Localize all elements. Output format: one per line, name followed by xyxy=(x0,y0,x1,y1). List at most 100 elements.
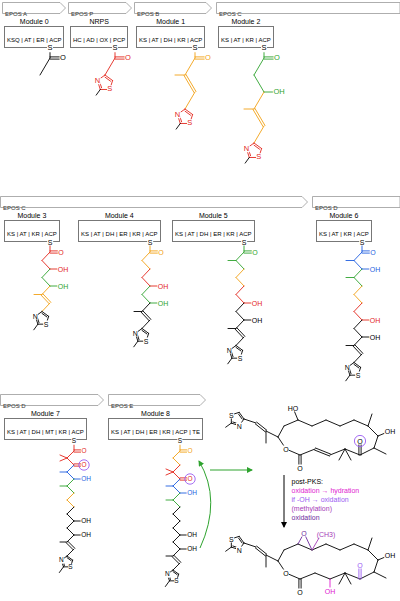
bond-line xyxy=(185,58,195,75)
bond-line xyxy=(142,320,150,329)
atom-label: O xyxy=(283,570,289,577)
atom-label: S xyxy=(71,438,76,445)
bond-line xyxy=(368,414,372,426)
bond-line xyxy=(105,75,113,81)
bond-line xyxy=(278,426,284,437)
bond-line xyxy=(67,472,74,479)
bond-line xyxy=(354,320,362,329)
bond-line xyxy=(42,286,50,295)
bond-line xyxy=(226,423,232,427)
atom-label: N xyxy=(132,330,138,337)
bond-line xyxy=(254,75,264,92)
module-box: Module 4 KS | AT | DH | ER | KR | ACP xyxy=(78,212,161,242)
bond-line xyxy=(239,412,244,419)
note-text: (methylation) xyxy=(291,505,332,512)
bond-line xyxy=(142,330,147,334)
atom-label: O xyxy=(357,562,363,569)
bond-line xyxy=(354,295,362,304)
bond-line xyxy=(339,573,345,584)
domain-text: KS | AT | DH | KR | ACP xyxy=(139,37,202,43)
release-arrow xyxy=(210,469,252,470)
bond-line xyxy=(173,458,180,465)
bond-line xyxy=(173,479,180,486)
bond-line xyxy=(339,449,345,460)
bond-line xyxy=(266,431,267,443)
bond-line xyxy=(266,555,278,561)
bond-line xyxy=(315,448,330,454)
gene-arrow: EPOS C xyxy=(216,2,400,14)
atom-label: O xyxy=(205,54,212,62)
gene-arrow: EPOS E xyxy=(108,394,206,406)
atom-label: O xyxy=(60,54,67,62)
bond-line xyxy=(66,543,73,550)
bond-line xyxy=(166,556,173,557)
bond-line xyxy=(236,295,244,304)
bond-line xyxy=(67,528,74,535)
bond-line xyxy=(176,123,180,129)
bond-line xyxy=(245,157,249,163)
module-title: Module 4 xyxy=(105,212,134,220)
bond-line xyxy=(173,521,180,528)
bond-line xyxy=(34,294,42,295)
bond-line xyxy=(185,109,193,115)
bond-line xyxy=(173,486,180,493)
note-text: oxidation → hydration xyxy=(291,487,360,494)
bond-line xyxy=(358,443,359,455)
bond-line xyxy=(59,567,63,573)
atom-label: N xyxy=(94,77,100,85)
bond-line xyxy=(105,77,111,81)
bond-line xyxy=(345,573,360,579)
bond-line xyxy=(346,260,354,261)
bond-line xyxy=(298,420,312,426)
atom-label: OH xyxy=(157,300,169,307)
atom-label: N xyxy=(174,111,180,119)
domain-text: KS | AT | DH | ER | KR | ACP xyxy=(81,231,158,237)
bond-line xyxy=(266,431,278,437)
highlight-circle xyxy=(354,435,365,446)
bond-line xyxy=(185,92,195,109)
bond-line xyxy=(368,426,378,436)
bond-line xyxy=(244,109,254,110)
atom-label: O xyxy=(58,249,64,256)
bond-line xyxy=(236,261,244,270)
atom-label: O xyxy=(81,462,87,469)
bond-line xyxy=(266,555,267,567)
bond-line xyxy=(42,261,50,270)
bond-line xyxy=(60,455,67,458)
atom-label: S xyxy=(256,154,262,162)
process-arrow xyxy=(284,475,285,527)
atom-label: S xyxy=(47,239,53,246)
atom-label: S xyxy=(47,44,53,52)
bond-line xyxy=(60,458,67,461)
bond-line xyxy=(184,76,194,93)
bond-line xyxy=(346,375,350,381)
atom-label: OH xyxy=(369,317,381,324)
atom-label: O xyxy=(297,465,303,472)
atom-label: O xyxy=(274,54,281,62)
bond-line xyxy=(165,581,169,587)
bond-line xyxy=(368,550,378,560)
bond-line xyxy=(254,143,262,149)
bond-line xyxy=(354,544,368,550)
atom-label: O xyxy=(370,249,376,256)
bond-line xyxy=(174,555,181,562)
bond-line xyxy=(361,443,362,455)
module-title: Module 5 xyxy=(199,212,228,220)
atom-label: S xyxy=(43,321,49,328)
atom-label: N xyxy=(243,145,249,153)
bond-line xyxy=(105,58,115,75)
bond-line xyxy=(354,312,362,321)
gene-name: EPOS E xyxy=(108,400,133,412)
domain-text: KS | AT | DH | ER | KR | ACP xyxy=(175,231,252,237)
bond-line xyxy=(354,261,362,270)
atom-label: HO xyxy=(287,405,299,412)
atom-label: OH xyxy=(157,283,169,290)
bond-line xyxy=(186,74,196,91)
bond-line xyxy=(354,337,362,346)
bond-line xyxy=(68,541,75,548)
bond-line xyxy=(173,465,180,472)
bond-line xyxy=(42,303,50,312)
bond-line xyxy=(236,252,244,261)
atom-label: O xyxy=(81,448,87,455)
bond-line xyxy=(236,312,244,321)
